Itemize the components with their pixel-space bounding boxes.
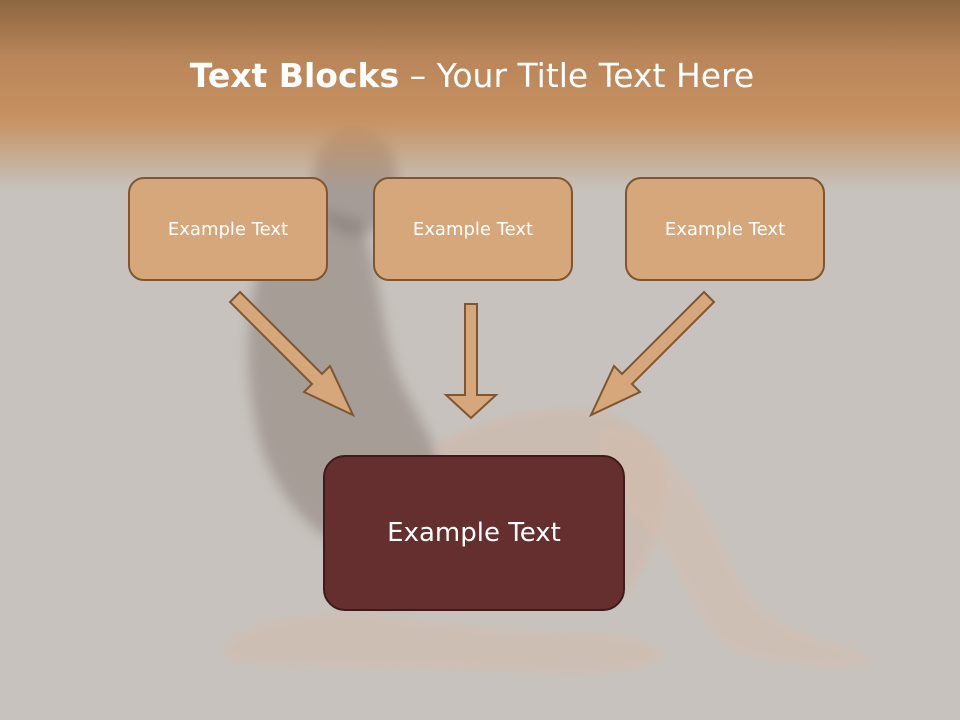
header-band xyxy=(0,0,960,190)
text-block-3[interactable]: Example Text xyxy=(625,177,825,281)
title-bold: Text Blocks xyxy=(189,56,400,95)
arrow-down-right xyxy=(228,290,356,418)
text-block-1[interactable]: Example Text xyxy=(128,177,328,281)
figure-leg-lower xyxy=(600,428,868,666)
title-rest: Your Title Text Here xyxy=(436,56,755,95)
text-block-2-label: Example Text xyxy=(412,218,534,240)
figure-foot-left xyxy=(222,614,660,673)
title-separator: – xyxy=(399,56,437,95)
result-block[interactable]: Example Text xyxy=(323,455,625,611)
text-block-3-label: Example Text xyxy=(664,218,786,240)
slide-title: Text Blocks – Your Title Text Here xyxy=(0,54,944,98)
text-block-1-label: Example Text xyxy=(167,218,289,240)
arrow-down-left xyxy=(588,290,716,418)
text-block-2[interactable]: Example Text xyxy=(373,177,573,281)
arrow-down xyxy=(443,303,499,420)
result-block-label: Example Text xyxy=(387,518,561,548)
